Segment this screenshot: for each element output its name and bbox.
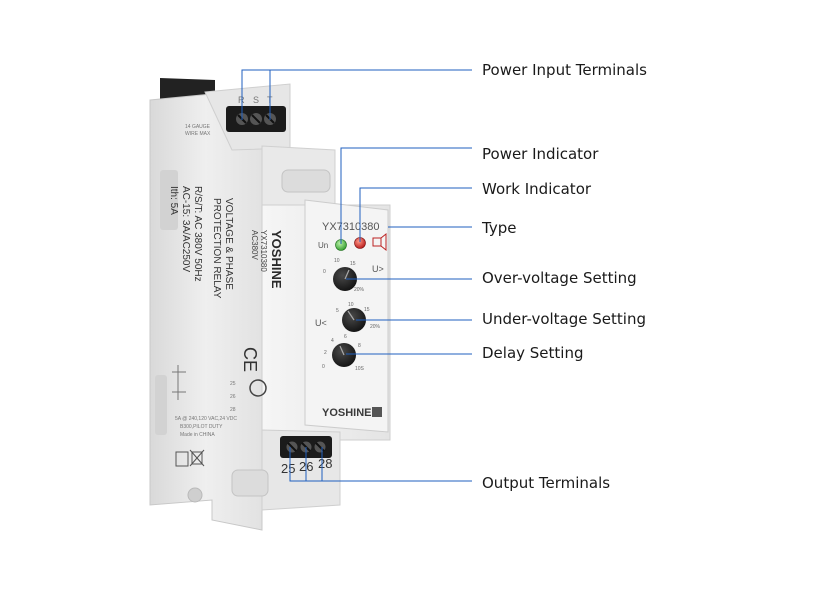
- contact-label: 28: [230, 407, 236, 413]
- bottom-terminal-number: 25: [281, 461, 295, 476]
- side-slot-top: [281, 169, 331, 193]
- side-title-group: VOLTAGE & PHASE PROTECTION RELAY: [211, 198, 234, 299]
- leader-power-input: [241, 69, 472, 120]
- side-voltage: AC380V: [250, 230, 259, 260]
- contact-diagram: 25 26 28: [172, 365, 236, 413]
- callout-work-indicator: Work Indicator: [482, 180, 592, 198]
- contact-label: 25: [230, 381, 236, 387]
- front-brand: YOSHINE: [322, 407, 372, 419]
- delay-scale-label: 4: [331, 338, 334, 344]
- callout-output-terminals: Output Terminals: [482, 474, 611, 492]
- callout-power-input-terminals: Power Input Terminals: [482, 61, 647, 79]
- bottom-terminal-number: 28: [318, 456, 332, 471]
- top-screws: [236, 113, 276, 125]
- side-brand: YOSHINE: [269, 230, 284, 289]
- relay-coil-icon: [372, 232, 387, 252]
- side-spec-1: R/S/T: AC 380V 50Hz: [192, 186, 203, 282]
- callout-over-voltage-setting: Over-voltage Setting: [482, 269, 637, 287]
- ce-mark: CE: [240, 347, 260, 372]
- bottom-note-line: 5A @ 240,120 VAC,24 VDC: [175, 416, 237, 422]
- callout-delay-setting: Delay Setting: [482, 344, 584, 362]
- contact-label: 26: [230, 394, 236, 400]
- leader-output: [289, 447, 472, 482]
- over-scale-label: 15: [350, 261, 356, 267]
- side-spec-group: R/S/T: AC 380V 50Hz AC-15: 3A/AC250V Ith…: [168, 186, 203, 282]
- delay-scale-label: 6: [344, 334, 347, 340]
- delay-scale-label: 8: [358, 343, 361, 349]
- side-title-1: VOLTAGE & PHASE: [223, 198, 234, 290]
- side-vent-lower: [155, 375, 167, 435]
- over-scale-label: 0: [323, 269, 326, 275]
- over-scale-label: 20%: [354, 287, 365, 293]
- svg-text:CE: CE: [240, 347, 260, 372]
- leader-power-indicator: [340, 147, 472, 244]
- delay-scale-label: 10S: [355, 366, 365, 372]
- side-title-2: PROTECTION RELAY: [211, 198, 222, 299]
- side-vent-upper: [160, 170, 178, 230]
- double-insulation-icon: [175, 451, 189, 467]
- bottom-note-line: B300,PILOT DUTY: [180, 424, 223, 430]
- delay-scale-label: 2: [324, 350, 327, 356]
- wire-note-line: WIRE MAX: [185, 131, 211, 137]
- under-scale-label: 20%: [370, 324, 381, 330]
- over-voltage-knob-label: U>: [372, 264, 384, 274]
- side-spec-2: AC-15: 3A/AC250V: [180, 186, 191, 272]
- side-label-group: YOSHINE YX7310380 AC380V: [250, 230, 284, 289]
- under-scale-label: 5: [336, 308, 339, 314]
- callout-under-voltage-setting: Under-voltage Setting: [482, 310, 646, 328]
- leader-lines: [241, 69, 472, 482]
- ccc-mark: [249, 379, 267, 397]
- under-scale-label: 15: [364, 307, 370, 313]
- bin-icon: [189, 449, 205, 467]
- power-led-label: Un: [318, 241, 328, 250]
- under-scale-label: 10: [348, 302, 354, 308]
- side-model: YX7310380: [259, 230, 268, 272]
- leader-work-indicator: [359, 187, 472, 242]
- side-slot-bottom: [231, 469, 269, 497]
- over-scale-label: 10: [334, 258, 340, 264]
- under-voltage-knob-label: U<: [315, 318, 327, 328]
- wire-note-line: 14 GAUGE: [185, 124, 211, 130]
- callout-type: Type: [482, 219, 517, 237]
- bottom-note: 5A @ 240,120 VAC,24 VDC B300,PILOT DUTY …: [175, 416, 237, 438]
- top-terminal-letter: S: [253, 95, 259, 105]
- side-hole: [187, 487, 203, 503]
- brand-logo-icon: [372, 407, 382, 417]
- bottom-note-line: Made in CHINA: [180, 432, 215, 438]
- housing-side: [149, 91, 263, 531]
- side-spec-3: Ith: 5A: [168, 186, 179, 215]
- callout-power-indicator: Power Indicator: [482, 145, 599, 163]
- delay-scale-label: 0: [322, 364, 325, 370]
- front-model-label: YX7310380: [322, 221, 380, 233]
- wire-note: 14 GAUGE WIRE MAX: [185, 124, 211, 137]
